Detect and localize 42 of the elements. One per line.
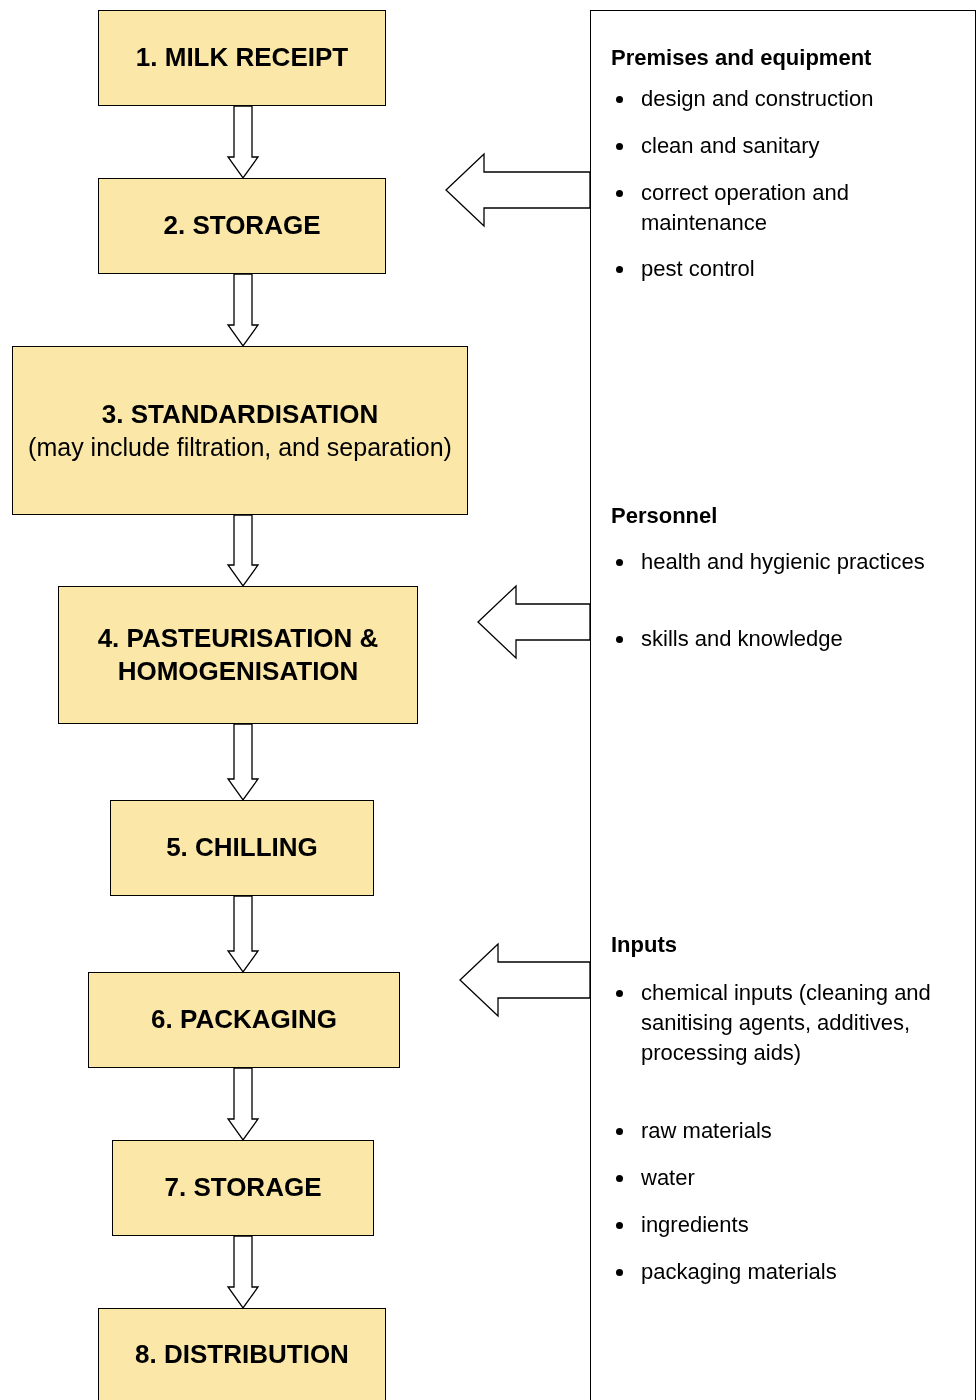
bullet-item: pest control bbox=[641, 255, 756, 283]
bullet-item: design and construction bbox=[641, 85, 875, 113]
process-box bbox=[98, 1308, 386, 1400]
process-box bbox=[58, 586, 418, 724]
bullet-item: packaging materials bbox=[641, 1258, 838, 1286]
bullet-item: ingredients bbox=[641, 1211, 750, 1239]
block-arrow bbox=[459, 942, 591, 1018]
block-arrow bbox=[226, 273, 260, 348]
step-title: 2. STORAGE bbox=[163, 209, 321, 243]
process-box bbox=[88, 972, 400, 1068]
step-title: 6. PACKAGING bbox=[151, 1003, 337, 1037]
step-title: 5. CHILLING bbox=[166, 831, 318, 865]
block-arrow bbox=[477, 584, 591, 660]
process-box bbox=[98, 178, 386, 274]
section-heading: Inputs bbox=[611, 931, 678, 959]
block-arrow bbox=[226, 105, 260, 180]
step-title: 7. STORAGE bbox=[164, 1171, 322, 1205]
block-arrow bbox=[226, 514, 260, 588]
block-arrow bbox=[226, 723, 260, 802]
step-title: 4. PASTEURISATION & HOMOGENISATION bbox=[96, 621, 380, 688]
process-box bbox=[112, 1140, 374, 1236]
bullet-item: correct operation and maintenance bbox=[641, 179, 850, 237]
section-heading: Personnel bbox=[611, 502, 719, 530]
block-arrow bbox=[226, 1067, 260, 1142]
step-title: 8. DISTRIBUTION bbox=[135, 1338, 349, 1372]
bullet-item: health and hygienic practices bbox=[641, 548, 926, 576]
bullet-item: skills and knowledge bbox=[641, 625, 844, 653]
step-title: 3. STANDARDISATION bbox=[101, 397, 379, 431]
process-box bbox=[110, 800, 374, 896]
block-arrow bbox=[445, 152, 591, 228]
block-arrow bbox=[226, 1235, 260, 1310]
info-panel bbox=[590, 10, 976, 1400]
block-arrow bbox=[226, 895, 260, 974]
bullet-item: clean and sanitary bbox=[641, 132, 821, 160]
bullet-item: chemical inputs (cleaning and sanitising agents, additives, processing aids) bbox=[641, 979, 932, 1067]
bullet-item: raw materials bbox=[641, 1117, 773, 1145]
process-box bbox=[12, 346, 468, 515]
section-heading: Premises and equipment bbox=[611, 44, 873, 72]
bullet-item: water bbox=[641, 1164, 696, 1192]
step-title: 1. MILK RECEIPT bbox=[135, 41, 349, 75]
process-box bbox=[98, 10, 386, 106]
step-note: (may include filtration, and separation) bbox=[28, 432, 452, 464]
